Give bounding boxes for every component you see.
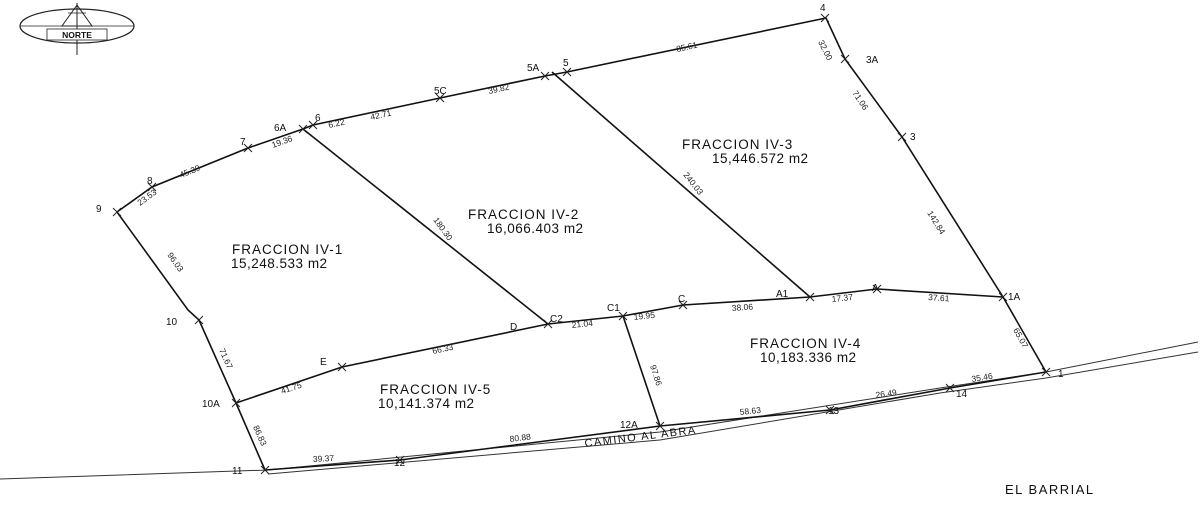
fraction-2-name: FRACCION IV-2 — [468, 207, 579, 222]
dist-6a-c2: 180.30 — [431, 215, 455, 242]
point-d: D — [510, 322, 517, 333]
point-labels: 4 3A 3 1A 1 5 5A 5C 6 6A 7 8 9 10 10A 11… — [96, 3, 1064, 477]
fraction-1-area: 15,248.533 m2 — [231, 256, 328, 271]
dist-c1-c2: 21.04 — [571, 318, 593, 330]
dist-6a-6: 6.22 — [327, 117, 346, 130]
point-11: 11 — [232, 466, 243, 477]
point-8: 8 — [147, 176, 153, 187]
point-13: 13 — [828, 406, 840, 417]
point-4: 4 — [820, 3, 826, 14]
point-c2: C2 — [550, 314, 563, 325]
dist-11-12: 39.37 — [313, 453, 335, 464]
point-7: 7 — [240, 137, 246, 148]
point-10a: 10A — [202, 399, 220, 410]
dist-e-10a: 41.75 — [280, 380, 304, 396]
point-e: E — [320, 357, 327, 368]
point-12: 12 — [394, 458, 406, 469]
dist-9-10: 96.03 — [165, 250, 186, 273]
dist-12-12a: 80.88 — [509, 431, 532, 444]
fraction-1-name: FRACCION IV-1 — [232, 242, 343, 257]
dist-3-1a: 142.84 — [925, 209, 947, 237]
fraction-3-name: FRACCION IV-3 — [682, 137, 793, 152]
point-9: 9 — [96, 204, 102, 215]
point-a1: A1 — [776, 289, 789, 300]
dist-6-5c: 42.71 — [369, 108, 392, 122]
point-3a: 3A — [866, 55, 879, 66]
point-5a: 5A — [527, 63, 540, 74]
fraction-3-area: 15,446.572 m2 — [712, 151, 809, 166]
point-6a: 6A — [274, 123, 287, 134]
point-c: C — [678, 294, 685, 305]
dist-c-c1: 19.95 — [633, 310, 655, 322]
road-lines — [0, 341, 1199, 480]
point-c1: C1 — [607, 303, 620, 314]
point-6: 6 — [315, 113, 321, 124]
dist-13-14: 26.49 — [875, 387, 898, 400]
dist-1a-a: 37.61 — [928, 292, 950, 303]
dist-5c-5: 39.82 — [487, 82, 510, 96]
dist-8-7: 45.39 — [178, 163, 202, 180]
place-name: EL BARRIAL — [1005, 482, 1095, 497]
dist-5-4: 85.61 — [675, 40, 698, 54]
dist-7-6a: 19.36 — [270, 133, 294, 150]
dist-a1-c: 38.06 — [731, 302, 753, 313]
vertex-markers — [112, 13, 1051, 475]
dist-4-3a: 32.00 — [816, 38, 835, 62]
point-1a: 1A — [1008, 292, 1021, 303]
dist-12a-13: 58.63 — [739, 405, 761, 417]
point-5: 5 — [563, 58, 569, 69]
fraction-5-name: FRACCION IV-5 — [380, 382, 491, 397]
point-5c: 5C — [434, 86, 447, 97]
dist-5-a1: 240.03 — [681, 170, 705, 197]
point-3: 3 — [910, 132, 916, 143]
point-12a: 12A — [620, 420, 638, 431]
point-10: 10 — [166, 317, 178, 328]
fraction-4-name: FRACCION IV-4 — [750, 336, 861, 351]
dist-c1-12a: 97.86 — [648, 364, 664, 388]
dist-d-e: 66.33 — [431, 342, 454, 356]
dist-1a-1: 65.07 — [1011, 326, 1030, 350]
north-arrow-icon: NORTE — [19, 3, 135, 55]
dist-3a-3: 71.06 — [850, 89, 870, 112]
fraction-5-area: 10,141.374 m2 — [378, 396, 475, 411]
fraction-4-area: 10,183.336 m2 — [760, 350, 857, 365]
dist-a-a1: 17.37 — [831, 292, 853, 304]
point-14: 14 — [956, 389, 968, 400]
dist-14-1: 35.46 — [971, 371, 994, 384]
point-a: A — [872, 283, 879, 294]
north-label: NORTE — [62, 30, 92, 40]
fraction-2-area: 16,066.403 m2 — [487, 221, 584, 236]
division-lines — [235, 71, 1004, 427]
fraction-labels: FRACCION IV-1 15,248.533 m2 FRACCION IV-… — [231, 137, 861, 411]
point-1: 1 — [1058, 369, 1064, 380]
